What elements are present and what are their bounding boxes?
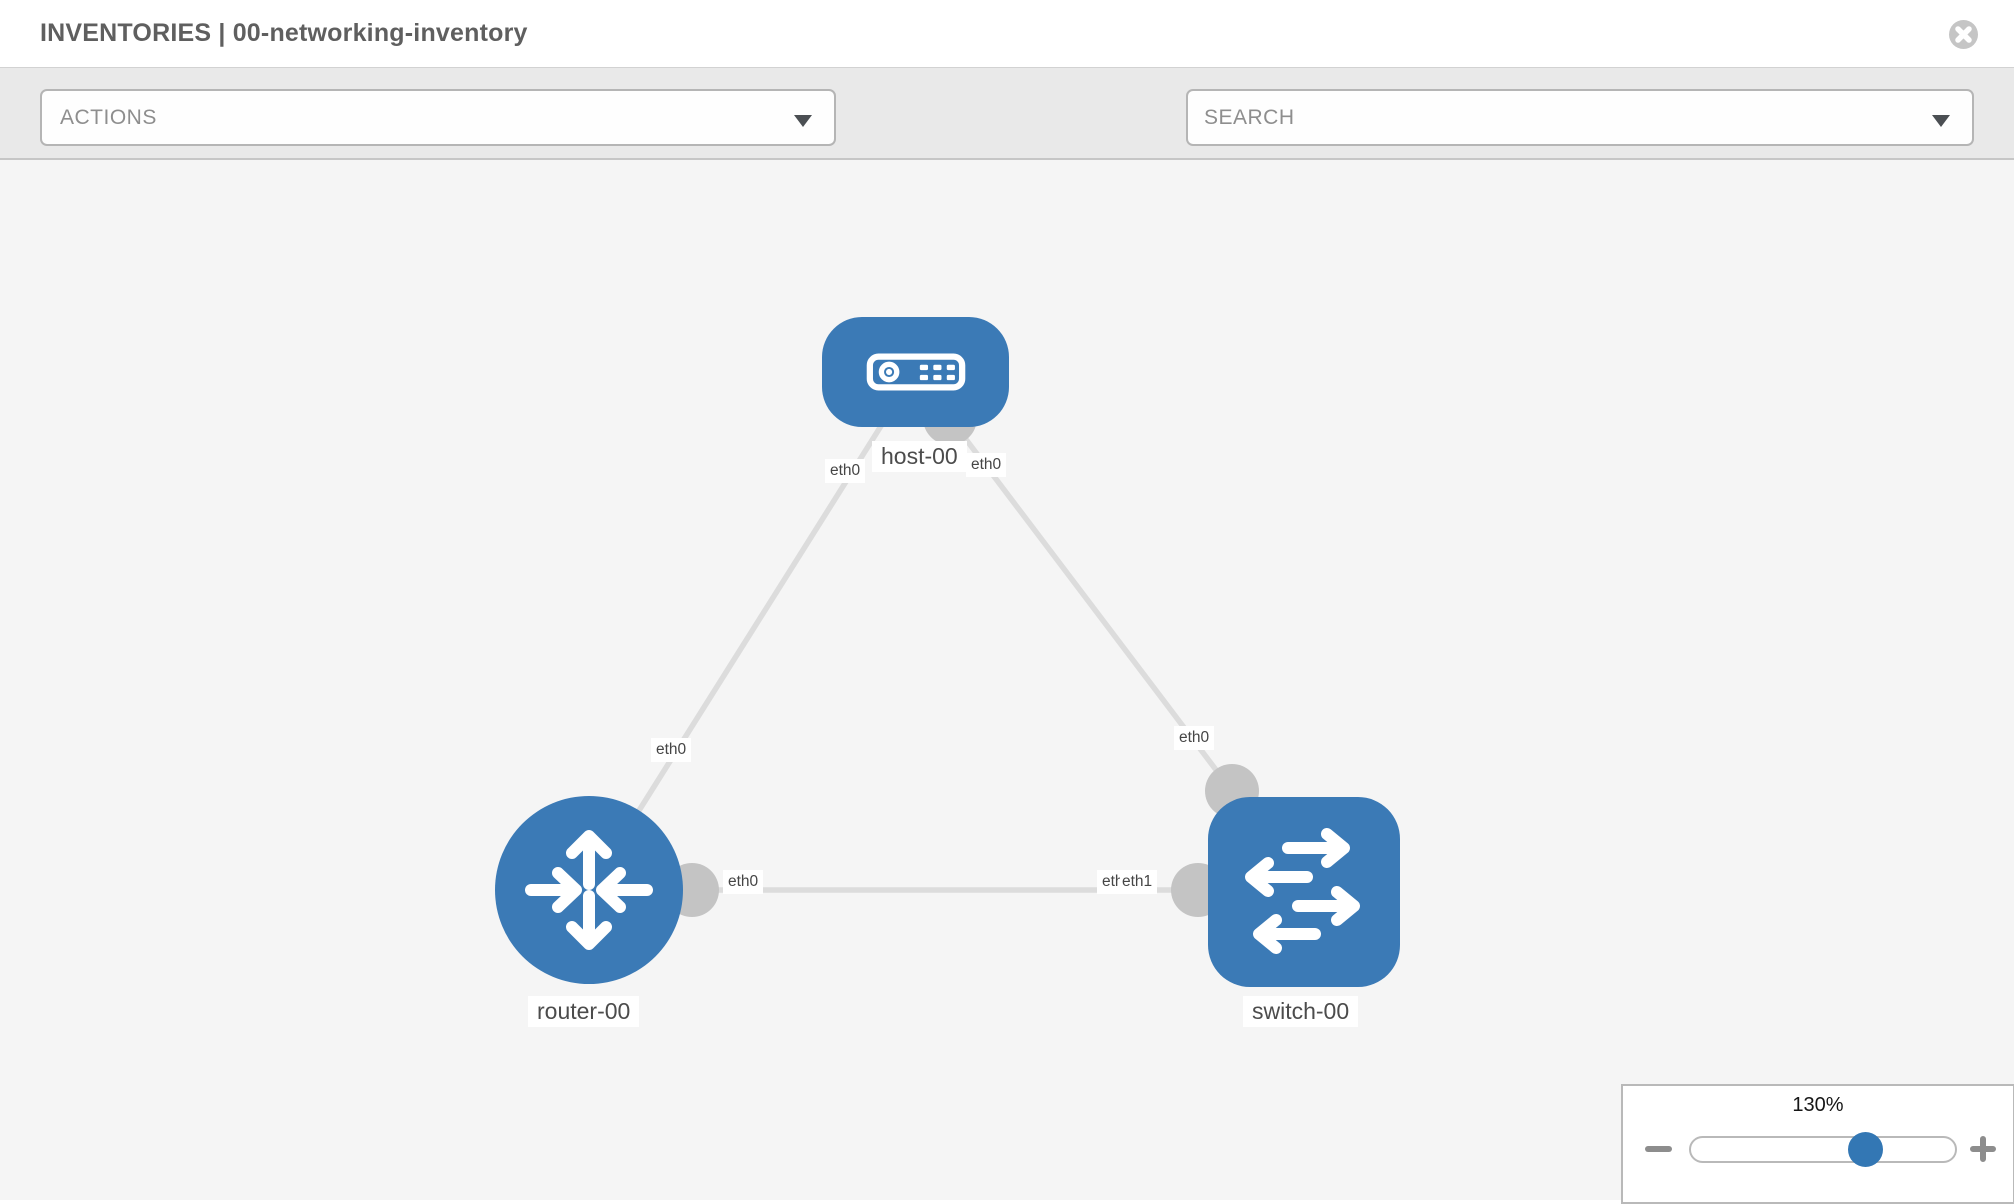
close-icon[interactable]: [1948, 19, 1979, 50]
topology-links-layer: [586, 370, 1259, 917]
interface-label: eth0: [1174, 726, 1215, 750]
node-label-switch: switch-00: [1243, 996, 1359, 1027]
node-label-host: host-00: [872, 441, 967, 472]
zoom-slider-thumb[interactable]: [1848, 1132, 1883, 1167]
link-host-switch[interactable]: [912, 370, 1235, 793]
toolbar: ACTIONS: [0, 67, 2014, 207]
interface-label: eth1: [1120, 870, 1158, 894]
zoom-slider[interactable]: [1689, 1132, 1957, 1167]
chevron-down-icon: [1932, 115, 1950, 127]
actions-dropdown[interactable]: ACTIONS: [40, 89, 836, 146]
interface-label: eth0: [825, 459, 866, 483]
actions-dropdown-label: ACTIONS: [60, 105, 157, 129]
plus-icon[interactable]: [1969, 1135, 1997, 1163]
interface-label: eth0: [723, 870, 764, 894]
search-input[interactable]: [1188, 105, 1972, 130]
node-host-00[interactable]: [822, 317, 1009, 427]
topology-canvas[interactable]: host-00 router-00 switch-00 eth0 eth0 et…: [0, 160, 2014, 1200]
link-host-router[interactable]: [586, 370, 918, 892]
chevron-down-icon: [794, 115, 812, 127]
zoom-control-panel: 130%: [1621, 1084, 2014, 1204]
header: INVENTORIES | 00-networking-inventory: [0, 0, 2014, 67]
interface-label: eth0: [651, 738, 692, 762]
zoom-level-value: 130%: [1792, 1094, 1844, 1116]
node-switch-00[interactable]: [1208, 797, 1400, 987]
interface-label: eth0: [966, 453, 1007, 477]
switch-arrows-icon: [1245, 828, 1360, 954]
server-icon: [866, 353, 965, 391]
minus-icon[interactable]: [1645, 1146, 1672, 1152]
node-router-00[interactable]: [495, 796, 683, 984]
search-dropdown[interactable]: [1186, 89, 1974, 146]
router-arrows-icon: [525, 830, 653, 950]
page-title: INVENTORIES | 00-networking-inventory: [40, 19, 528, 47]
node-label-router: router-00: [528, 996, 640, 1027]
